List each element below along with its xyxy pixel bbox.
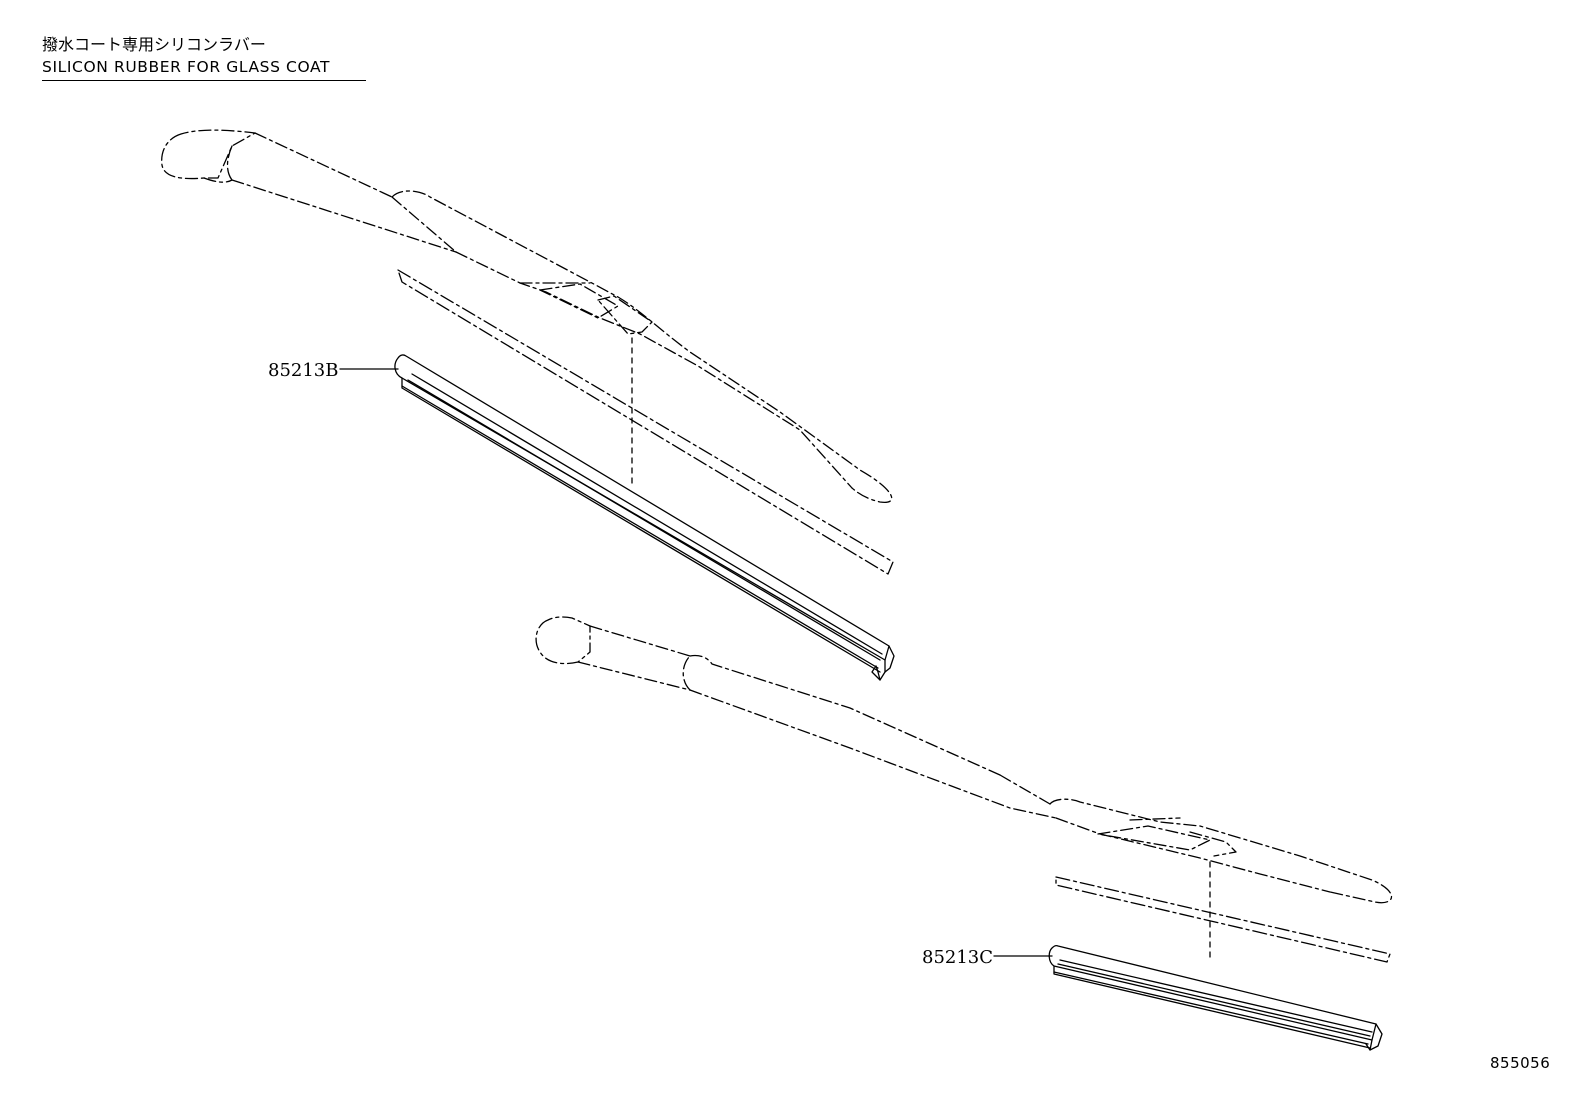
heading-english: SILICON RUBBER FOR GLASS COAT [42, 58, 331, 76]
upper-wiper-arm [161, 129, 893, 503]
diagram-heading: 撥水コート専用シリコンラバー SILICON RUBBER FOR GLASS … [42, 33, 366, 81]
callout-85213B: 85213B [268, 360, 339, 381]
figure-number: 855056 [1490, 1054, 1550, 1072]
lower-wiper-arm [535, 616, 1393, 904]
heading-underline [42, 80, 366, 81]
callout-85213C: 85213C [922, 947, 993, 968]
lower-silicon-rubber [1048, 944, 1383, 1051]
upper-blade-strip-phantom [397, 269, 894, 575]
upper-silicon-rubber [394, 354, 895, 681]
lower-blade-strip-phantom [1055, 876, 1391, 963]
heading-japanese: 撥水コート専用シリコンラバー [42, 35, 266, 54]
